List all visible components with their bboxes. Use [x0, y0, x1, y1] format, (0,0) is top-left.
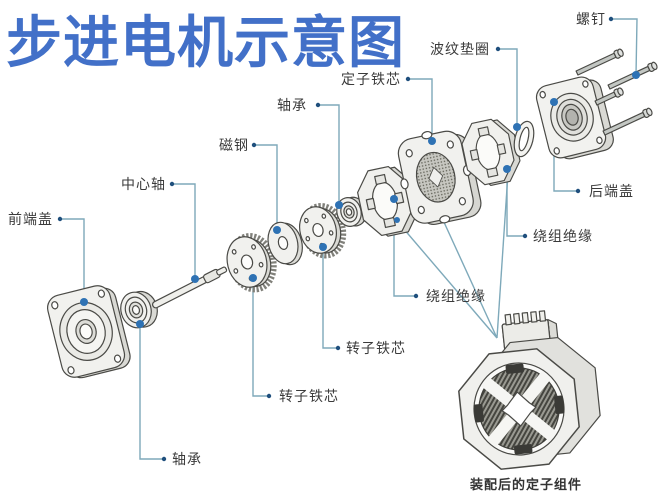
leader-screws	[611, 18, 638, 76]
leader-bearing-top	[318, 104, 340, 205]
leader-wave-washer	[498, 48, 518, 127]
part-rotor-core-1	[226, 233, 277, 293]
label-bearing-top: 轴承	[277, 97, 307, 113]
label-winding-insulation-right: 绕组绝缘	[533, 228, 593, 244]
leader-front-end-cover	[60, 218, 85, 302]
label-stator-core: 定子铁芯	[341, 71, 401, 87]
leader-magnet	[254, 144, 278, 230]
assembly-line-1	[396, 220, 498, 339]
label-rotor-core-right: 转子铁芯	[346, 340, 406, 356]
assembly-line-2	[442, 219, 498, 339]
leader-lines	[60, 18, 638, 460]
diagram-title: 步进电机示意图	[6, 11, 405, 74]
label-winding-insulation-mid: 绕组绝缘	[426, 288, 486, 304]
part-screws	[575, 48, 658, 136]
leader-rotor-core-right	[322, 247, 338, 349]
part-center-shaft	[151, 266, 228, 309]
part-bearing-front	[120, 290, 158, 329]
label-rear-end-cover: 后端盖	[589, 183, 634, 199]
leader-stator-core	[408, 78, 433, 141]
label-front-end-cover: 前端盖	[8, 211, 53, 227]
anchor-dots	[57, 16, 640, 462]
part-assembled-stator	[458, 310, 601, 470]
assembly-line-3	[496, 172, 509, 339]
label-magnet: 磁钢	[219, 137, 249, 153]
part-front-end-cover	[47, 285, 131, 379]
assembled-stator-caption: 装配后的定子组件	[470, 477, 583, 492]
part-rear-end-cover	[535, 76, 614, 160]
leader-center-shaft	[172, 183, 196, 279]
label-bearing-bottom: 轴承	[172, 451, 202, 467]
leader-rotor-core-mid	[252, 278, 269, 397]
label-wave-washer: 波纹垫圈	[430, 41, 490, 57]
label-center-shaft: 中心轴	[121, 176, 166, 192]
leader-bearing-bottom	[139, 324, 164, 460]
label-screws: 螺钉	[576, 11, 606, 27]
part-stator-core	[397, 130, 482, 226]
label-rotor-core-mid: 转子铁芯	[279, 388, 339, 404]
